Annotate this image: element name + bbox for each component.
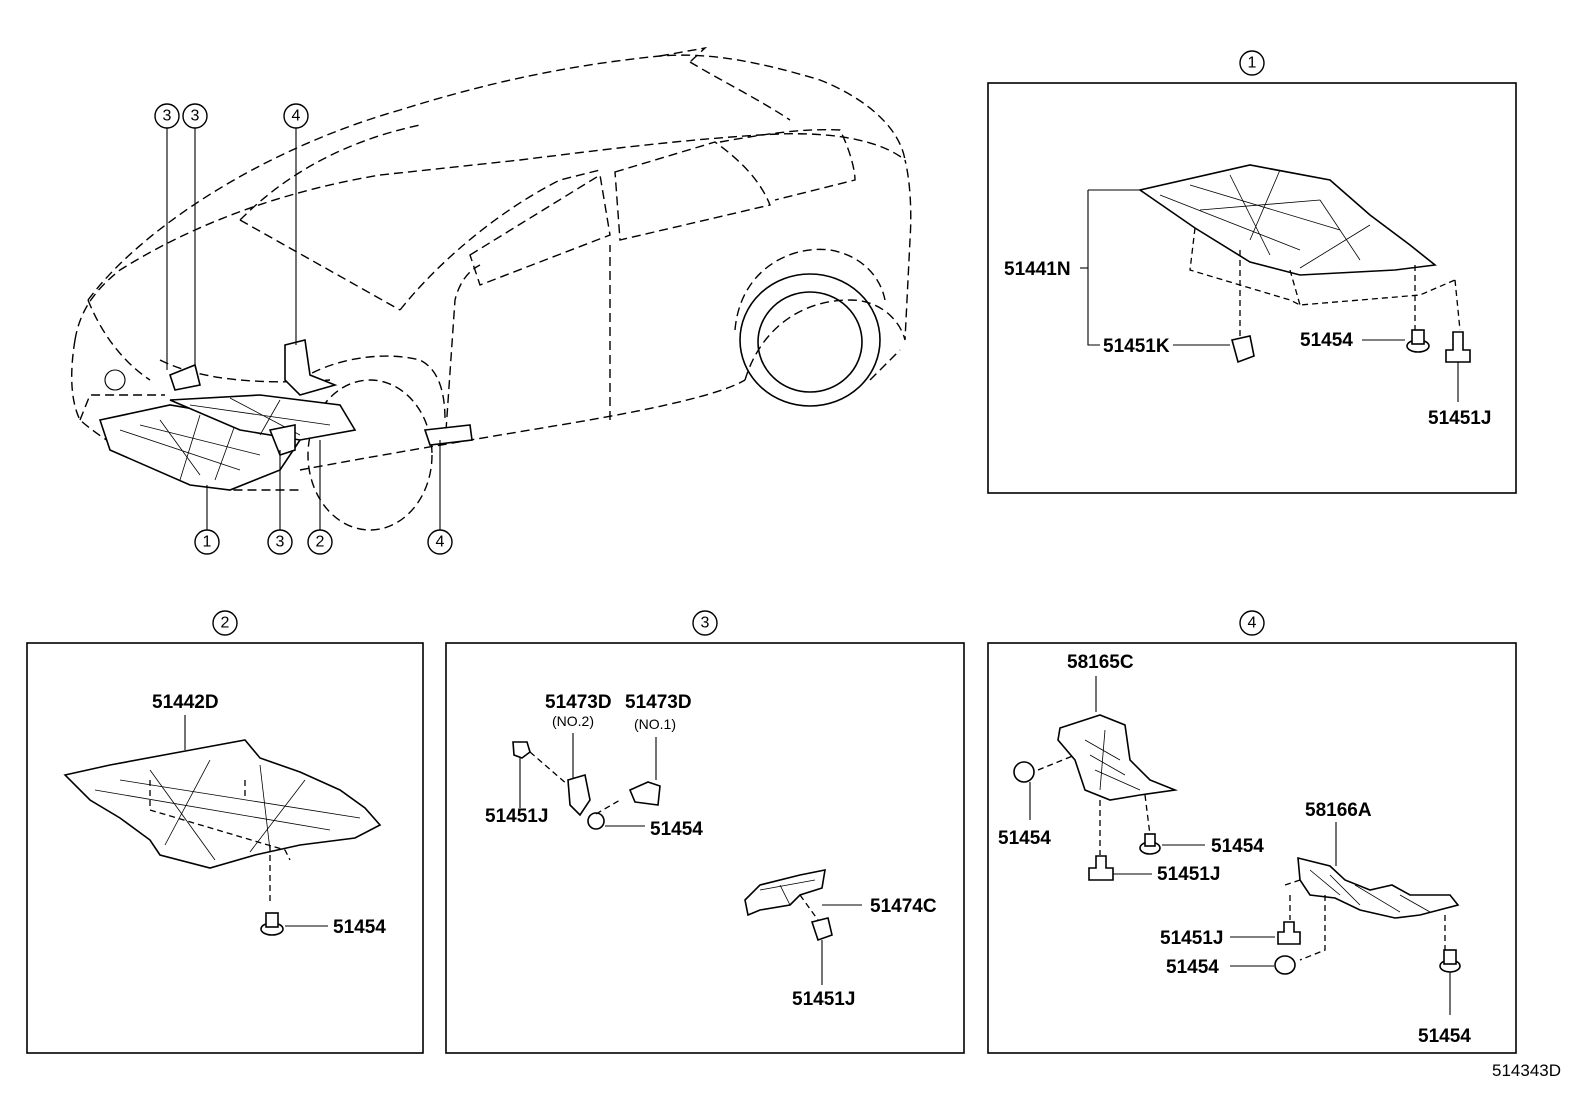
label-51473D-no1: 51473D (625, 692, 692, 713)
bolt-51451J-p4-low-icon (1277, 921, 1301, 945)
label-58165C: 58165C (1067, 652, 1134, 673)
vehicle-overview (71, 46, 912, 531)
label-51454-p4-bottom: 51454 (1418, 1026, 1471, 1047)
label-51451J-p1: 51451J (1428, 408, 1491, 429)
panel-3-frame (445, 642, 965, 1054)
label-51454-p4-mid: 51454 (1211, 836, 1264, 857)
panel-1-title: 1 (1248, 55, 1257, 72)
label-51473D-no2-sub: (NO.2) (552, 713, 594, 729)
panel-1-title-circle (1239, 50, 1265, 76)
panel-2: 2 51442D 51454 (26, 610, 424, 1054)
clip-51451K-icon (1231, 335, 1255, 364)
label-51454-p2: 51454 (333, 917, 386, 938)
seal-51474C-part (744, 868, 826, 917)
panel-4-frame (987, 642, 1517, 1054)
label-51451J-p4-mid: 51451J (1157, 864, 1220, 885)
panel-2-title: 2 (221, 615, 230, 632)
overview-callout-3a: 3 (154, 103, 180, 129)
panel-2-frame (26, 642, 424, 1054)
svg-text:4: 4 (292, 108, 301, 125)
nut-51454-p4-low-icon (1274, 955, 1296, 975)
label-51441N: 51441N (1004, 259, 1071, 280)
svg-text:3: 3 (276, 534, 285, 551)
bolt-51451J-p3b-icon (810, 917, 833, 942)
label-58166A: 58166A (1305, 800, 1372, 821)
overview-callout-2: 2 (307, 529, 333, 555)
overview-callout-3c: 3 (267, 529, 293, 555)
label-51454-p4-left: 51454 (998, 828, 1051, 849)
svg-text:2: 2 (316, 534, 325, 551)
panel-4: 4 58165C 51454 51454 51451J 58166A 51451… (987, 610, 1517, 1054)
overview-callout-3b: 3 (182, 103, 208, 129)
overview-callout-1: 1 (194, 529, 220, 555)
svg-text:1: 1 (203, 534, 212, 551)
label-51454-p4-low: 51454 (1166, 957, 1219, 978)
bolt-51451J-p3a-icon (512, 741, 531, 759)
svg-text:3: 3 (163, 108, 172, 125)
label-51451J-p3a: 51451J (485, 806, 548, 827)
label-51474C: 51474C (870, 896, 937, 917)
mudguard-58166A-part (1297, 856, 1460, 919)
label-51442D: 51442D (152, 692, 219, 713)
panel-4-title: 4 (1248, 615, 1257, 632)
overview-callout-4b: 4 (427, 529, 453, 555)
svg-text:3: 3 (191, 108, 200, 125)
label-51473D-no2: 51473D (545, 692, 612, 713)
label-51451K: 51451K (1103, 336, 1170, 357)
bracket-no2-part (567, 773, 591, 817)
engine-under-cover-part (1138, 164, 1437, 276)
label-51451J-p4-low: 51451J (1160, 928, 1223, 949)
label-51454-p1: 51454 (1300, 330, 1353, 351)
panel-1: 1 51441N 51451K 51454 51451J (987, 50, 1517, 494)
mudguard-58165C-part (1057, 714, 1179, 801)
bracket-no1-part (628, 781, 661, 806)
nut-51454-p3-icon (587, 812, 605, 830)
panel-3-title: 3 (701, 615, 710, 632)
label-51473D-no1-sub: (NO.1) (634, 716, 676, 732)
panel-1-frame (987, 82, 1517, 494)
bolt-51451J-p4-mid-icon (1088, 855, 1114, 881)
diagram-code: 514343D (1492, 1061, 1561, 1080)
panel-3: 3 51473D (NO.2) 51473D (NO.1) 51451J 514… (445, 610, 965, 1054)
bolt-51451J-icon (1445, 331, 1471, 363)
overview-callout-4a: 4 (283, 103, 309, 129)
label-51454-p3: 51454 (650, 819, 703, 840)
label-51451J-p3b: 51451J (792, 989, 855, 1010)
nut-51454-p4-left-icon (1013, 761, 1035, 783)
front-under-cover-part (63, 739, 382, 869)
svg-text:4: 4 (436, 534, 445, 551)
